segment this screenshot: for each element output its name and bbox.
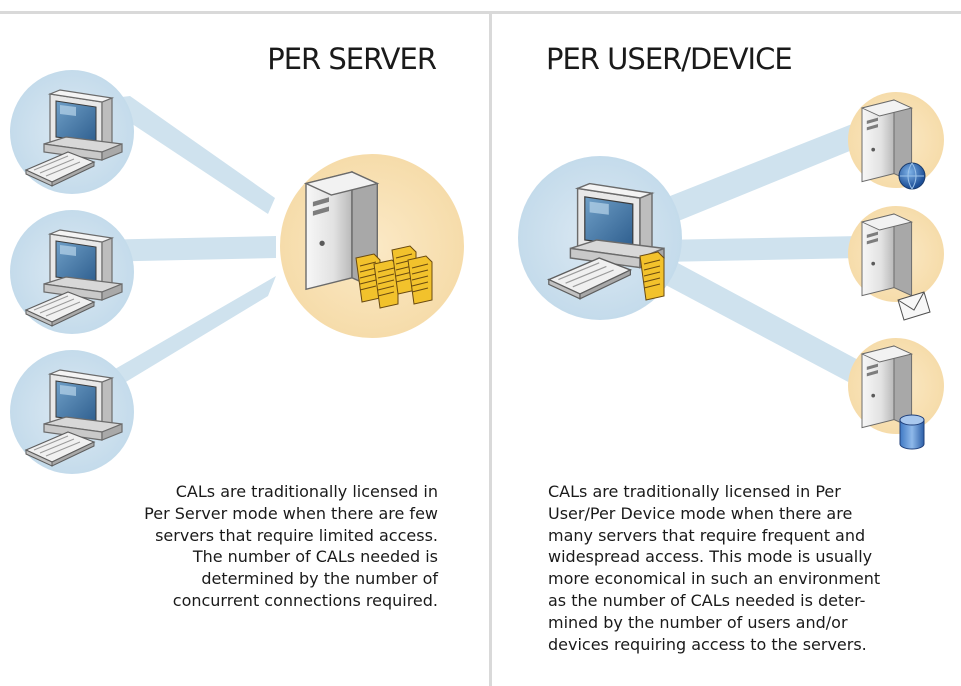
per-user-device-title: PER USER/DEVICE <box>546 42 793 76</box>
client-computer-icon-2 <box>10 210 134 334</box>
left-connection-beams <box>96 96 276 400</box>
panel-divider <box>489 11 492 686</box>
database-server-icon <box>848 338 944 450</box>
per-server-description: CALs are traditionally licensed in Per S… <box>144 482 438 610</box>
per-server-title: PER SERVER <box>267 42 437 76</box>
user-device-client-icon <box>518 156 682 320</box>
right-connection-beams <box>660 124 862 384</box>
per-user-device-description: CALs are traditionally licensed in Per U… <box>548 482 881 654</box>
web-server-icon <box>848 92 944 190</box>
client-computer-icon-3 <box>10 350 134 474</box>
top-rule <box>0 11 961 14</box>
client-computer-icon-1 <box>10 70 134 194</box>
mail-server-icon <box>848 206 944 321</box>
